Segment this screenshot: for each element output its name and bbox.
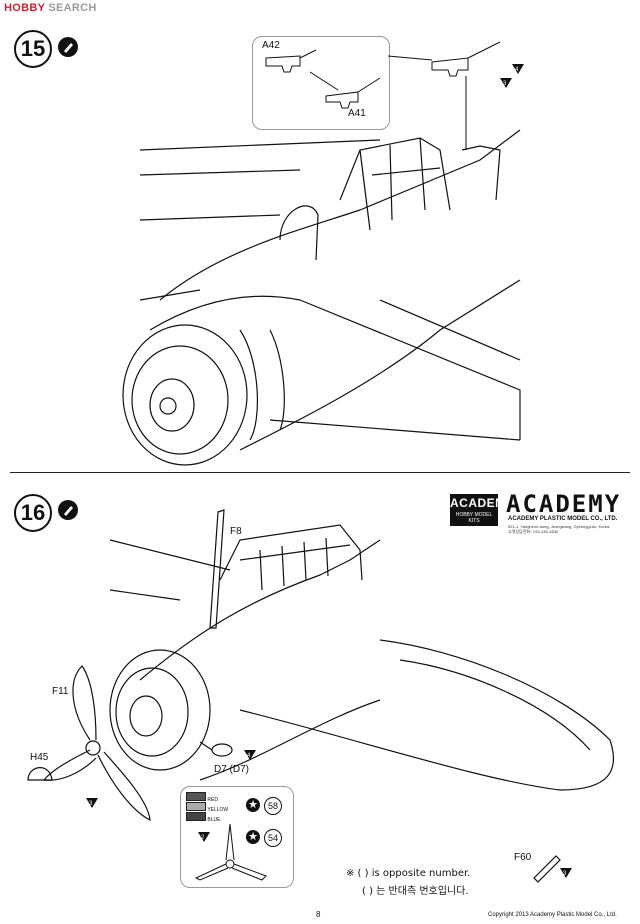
academy-box-logo: ACADEMY HOBBY MODEL KITS <box>450 494 515 526</box>
academy-address-line-2: 고객상담전화 : 031-492-4630 <box>508 529 559 534</box>
watermark: HOBBY SEARCH <box>4 2 97 14</box>
color-row-red: RED <box>186 792 218 803</box>
academy-address-line-1: 521-1, Yangheon-dong, Jeongwang, Gyeongg… <box>508 524 610 529</box>
copyright: Copyright 2013 Academy Plastic Model Co.… <box>488 912 617 918</box>
glue-icon <box>58 37 78 57</box>
color-label-yellow: YELLOW <box>207 807 229 813</box>
parts-callout <box>252 36 390 130</box>
academy-box-subtitle: HOBBY MODEL KITS <box>455 512 493 524</box>
part-label-f8: F8 <box>230 526 242 537</box>
svg-text:3: 3 <box>89 801 93 807</box>
step-15-number: 15 <box>14 30 52 68</box>
svg-text:3: 3 <box>563 871 567 877</box>
watermark-text: SEARCH <box>48 2 97 14</box>
opposite-number-note-en: ※ ( ) is opposite number. <box>346 868 471 879</box>
star-insignia-icon: ★ <box>246 798 260 812</box>
glue-icon <box>58 500 78 520</box>
academy-box-title: ACADEMY <box>450 496 515 510</box>
watermark-logo: HOBBY <box>4 2 46 14</box>
propeller-detail-drawing <box>194 823 267 881</box>
swatch-red <box>186 792 206 801</box>
part-label-f11: F11 <box>52 686 69 697</box>
svg-text:4: 4 <box>247 753 251 759</box>
step-16-number: 16 <box>14 494 52 532</box>
opposite-number-note-ko: ( ) 는 반대측 번호입니다. <box>362 886 469 897</box>
part-label-f60: F60 <box>514 852 532 863</box>
decal-number-54: 54 <box>264 829 282 847</box>
page-number: 8 <box>316 910 321 919</box>
part-label-d7: D7 (D7) <box>214 764 250 775</box>
part-label-h45: H45 <box>30 752 49 763</box>
decal-number-58: 58 <box>264 797 282 815</box>
propeller-paint-callout <box>180 786 294 888</box>
svg-text:4: 4 <box>515 67 519 73</box>
svg-text:3: 3 <box>503 81 507 87</box>
step-15-drawing: 4 3 <box>122 41 524 466</box>
section-divider <box>10 472 630 473</box>
color-label-blue: BLUE <box>207 817 221 823</box>
color-label-red: RED <box>207 797 218 803</box>
academy-address: 521-1, Yangheon-dong, Jeongwang, Gyeongg… <box>508 524 638 534</box>
step-16-drawing: 4 3 3 2 <box>27 509 614 883</box>
academy-logo: ACADEMY <box>506 490 622 518</box>
color-row-blue: BLUE <box>186 812 220 823</box>
star-insignia-icon: ★ <box>246 830 260 844</box>
part-label-a41: A41 <box>348 108 366 119</box>
part-label-a42: A42 <box>262 40 280 51</box>
svg-text:2: 2 <box>201 835 205 841</box>
color-row-yellow: YELLOW <box>186 802 228 813</box>
academy-company: ACADEMY PLASTIC MODEL CO., LTD. <box>508 516 618 522</box>
swatch-yellow <box>186 802 206 811</box>
